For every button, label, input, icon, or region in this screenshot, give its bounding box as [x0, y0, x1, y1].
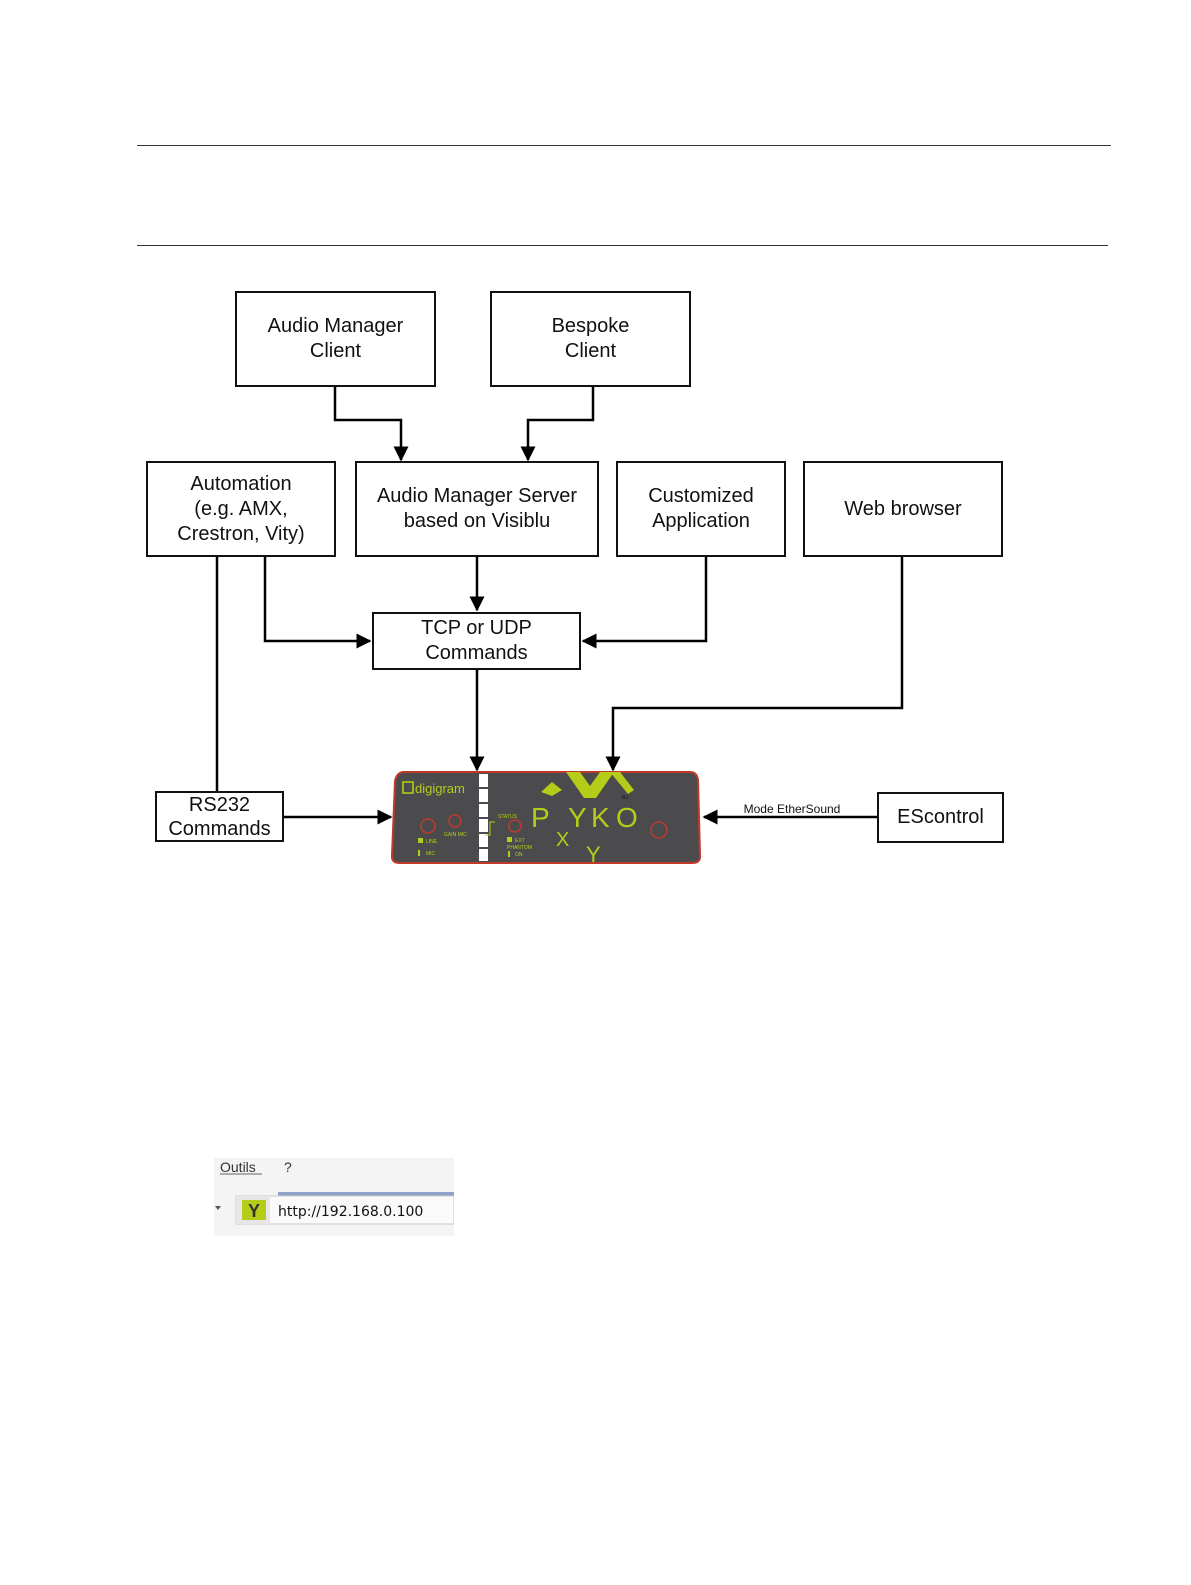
y-logo-icon: [242, 1200, 266, 1220]
led-ext-icon: [507, 837, 512, 842]
menu-item-help[interactable]: ?: [284, 1159, 292, 1175]
led-label-mic: MIC: [426, 851, 436, 857]
led-on-icon: [508, 851, 510, 857]
dropdown-arrow-icon[interactable]: [215, 1206, 221, 1210]
status-led-column: [479, 774, 488, 861]
browser-snippet-canvas: Outils ? Y http://192.168.0.100: [214, 1158, 454, 1236]
architecture-diagram: Mode EtherSound digigram GAIN MIC STATUS…: [215, 386, 904, 867]
led-line-icon: [418, 838, 423, 843]
customized-application-box: Customized Application: [616, 461, 786, 557]
model-letter-k: K: [591, 802, 610, 833]
led-mic-icon: [418, 850, 420, 856]
model-variant: RJ: [622, 795, 629, 801]
browser-address-snippet: Outils ? Y http://192.168.0.100: [214, 1158, 454, 1236]
status-bracket: [485, 821, 495, 836]
status-knob: [508, 819, 522, 833]
edge-webbrowser-device: [605, 556, 904, 772]
led-label-line: LINE: [426, 839, 438, 845]
rs232-commands-box: RS232 Commands: [155, 791, 284, 842]
gain-label: GAIN MIC: [444, 832, 467, 838]
pyko-device: digigram GAIN MIC STATUS LINE MIC EXT PH…: [390, 771, 702, 867]
edge-label-mode-ethersound: Mode EtherSound: [744, 802, 841, 816]
section-rule: [137, 245, 1108, 246]
model-letter-o: O: [616, 802, 638, 833]
led-label-phantom: PHANTOM: [507, 845, 532, 851]
model-letter-p: P: [531, 802, 550, 833]
address-bar-url[interactable]: http://192.168.0.100: [278, 1204, 423, 1220]
web-browser-box: Web browser: [803, 461, 1003, 557]
top-rule: [137, 145, 1111, 146]
pyko-crown-right: [610, 772, 634, 794]
digigram-logo-icon: [402, 781, 414, 794]
led-label-ext: EXT: [515, 838, 525, 844]
device-brand: digigram: [415, 781, 465, 796]
bespoke-client-box: Bespoke Client: [490, 291, 691, 387]
status-label: STATUS: [498, 814, 518, 820]
model-letter-y: Y: [568, 802, 587, 833]
led-label-on: ON: [515, 852, 523, 858]
pyko-crown-mark: [566, 772, 614, 798]
gain-knob-mic: [448, 814, 462, 828]
axis-letter-y: Y: [586, 842, 601, 867]
pyko-crown-left: [541, 782, 562, 796]
automation-box: Automation (e.g. AMX, Crestron, Vity): [146, 461, 336, 557]
tcp-udp-commands-box: TCP or UDP Commands: [372, 612, 581, 670]
menu-item-outils[interactable]: Outils: [220, 1159, 256, 1175]
gain-knob-left: [420, 818, 436, 834]
edge-automation-tcp: [263, 556, 372, 649]
escontrol-box: EScontrol: [877, 792, 1004, 843]
favicon-letter: Y: [248, 1201, 260, 1221]
audio-manager-server-box: Audio Manager Server based on Visiblu: [355, 461, 599, 557]
axis-letter-x: X: [556, 829, 569, 851]
edge-customized-tcp: [581, 556, 708, 649]
edge-amclient-server: [333, 386, 409, 462]
output-knob: [650, 821, 668, 839]
edge-bespoke-server: [520, 386, 595, 462]
device-panel: [390, 771, 702, 864]
audio-manager-client-box: Audio Manager Client: [235, 291, 436, 387]
